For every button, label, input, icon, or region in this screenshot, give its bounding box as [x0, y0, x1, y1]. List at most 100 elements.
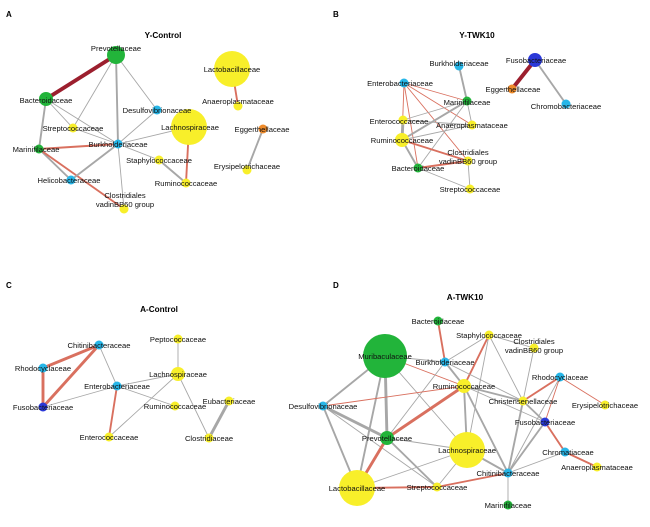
- panel-c-node: [204, 433, 214, 443]
- panel-d-node: [503, 500, 513, 510]
- panel-c-node: [112, 381, 122, 391]
- panel-a-edge: [117, 143, 160, 161]
- panel-a-node-label: Bacteroidaceae: [20, 96, 73, 105]
- panel-b-node: [465, 184, 475, 194]
- panel-d-node: [484, 330, 494, 340]
- panel-b-node: [398, 115, 408, 125]
- panel-a-node-label: Anaeroplasmataceae: [202, 97, 274, 106]
- panel-c-node-label: Fusobacteriaceae: [13, 403, 73, 412]
- panel-d-node: [592, 462, 602, 472]
- panel-c-node-label: Rhodocyclaceae: [15, 364, 71, 373]
- panel-d-letter: D: [333, 281, 339, 290]
- panel-d-edge: [559, 376, 606, 406]
- panel-a-node: [181, 178, 191, 188]
- panel-a-node: [154, 155, 164, 165]
- panel-b-node-label: Burkholderiaceae: [429, 59, 488, 68]
- panel-d-edge: [322, 405, 438, 488]
- panel-d-edge: [437, 320, 446, 363]
- panel-a-edge: [70, 143, 119, 181]
- panel-d-node: [555, 372, 565, 382]
- panel-a-edge: [45, 98, 119, 145]
- panel-d-edge: [488, 334, 524, 402]
- panel-b-node: [454, 61, 464, 71]
- panel-c-node-label: Peptococcaceae: [150, 335, 206, 344]
- panel-d-edge: [522, 400, 546, 423]
- panel-c-node: [224, 396, 234, 406]
- panel-d-edge: [463, 334, 490, 387]
- panel-d-node-label: Anaeroplasmataceae: [561, 463, 633, 472]
- panel-d-node-label: Lactobacillaceae: [329, 484, 386, 493]
- panel-a-node-label: Marinifilaceae: [13, 145, 60, 154]
- panel-c-node-label: Clostridiaceae: [185, 434, 233, 443]
- panel-d-node-label: Chromatiaceae: [542, 448, 594, 457]
- panel-b-node-label: Eggerthellaceae: [486, 85, 541, 94]
- panel-c-node: [38, 363, 48, 373]
- panel-b-edge: [402, 100, 468, 121]
- panel-d-node-label: Muribaculaceae: [358, 352, 412, 361]
- panel-a-node: [171, 109, 207, 145]
- panel-b-edge: [401, 139, 469, 162]
- panel-b-node-label: Bacteroidaceae: [392, 164, 445, 173]
- panel-d-edge: [507, 421, 546, 474]
- panel-a-edge: [38, 98, 47, 150]
- panel-d-node-label: Staphylococcaceae: [456, 331, 522, 340]
- panel-b-node: [463, 156, 473, 166]
- panel-d-node-label: Rhodocyclaceae: [532, 373, 588, 382]
- panel-d-node-label: Fusobacteriaceae: [515, 418, 575, 427]
- panel-b-node: [413, 163, 423, 173]
- panel-c-edge: [108, 385, 118, 438]
- panel-d-edge: [544, 376, 561, 423]
- panel-d-node-label: Streptococcaceae: [407, 483, 468, 492]
- panel-b-node: [507, 84, 517, 94]
- panel-a-node: [258, 124, 268, 134]
- panel-c-edge: [41, 343, 101, 370]
- panel-a-node-label: Prevotellaceae: [91, 44, 141, 53]
- panel-a-node-label: Lactobacillaceae: [204, 65, 261, 74]
- panel-b-edge: [402, 119, 473, 126]
- panel-b-edge: [417, 100, 468, 169]
- panel-d-node: [433, 316, 443, 326]
- panel-c-edge: [116, 373, 179, 387]
- panel-d-node: [600, 400, 610, 410]
- panel-a-node: [119, 204, 129, 214]
- panel-a-node: [152, 105, 162, 115]
- panel-a-edge: [115, 54, 158, 111]
- panel-a-title: Y-Control: [145, 31, 182, 40]
- panel-a-node: [107, 46, 125, 64]
- panel-a-node-label: Desulfovibrionaceae: [123, 106, 192, 115]
- panel-b-edge: [467, 160, 471, 190]
- panel-d-node: [540, 417, 550, 427]
- panel-d-node-label: Marinifilaceae: [485, 501, 532, 510]
- panel-c-node: [171, 367, 185, 381]
- panel-d-edge: [321, 404, 389, 440]
- panel-a-edge: [246, 128, 264, 171]
- panel-d-node: [503, 468, 513, 478]
- panel-b-node-label: Marinifilaceae: [444, 98, 491, 107]
- panel-c-node-label: Enterobacteriaceae: [84, 382, 150, 391]
- panel-d-node-label: Desulfovibrionaceae: [289, 402, 358, 411]
- panel-d-nodes: BacteroidaceaeStaphylococcaceaeMuribacul…: [289, 316, 638, 510]
- panel-b-node: [399, 78, 409, 88]
- panel-d-edge: [507, 400, 524, 474]
- panel-c-edge: [108, 373, 179, 438]
- panel-b-edge: [403, 82, 473, 126]
- panel-a-edge: [158, 159, 187, 184]
- panel-b-node-label: Chromobacteriaceae: [531, 102, 602, 111]
- panel-c-edges: [41, 338, 231, 440]
- panel-b-edge: [417, 160, 469, 169]
- panel-c-edge: [116, 385, 176, 407]
- panel-d-edge: [564, 451, 598, 468]
- panel-b-node: [395, 133, 409, 147]
- panel-c-node: [173, 334, 183, 344]
- panel-d-node: [432, 482, 442, 492]
- panel-d-edge: [386, 437, 438, 488]
- panel-a-letter: A: [6, 10, 12, 19]
- panel-a-node: [242, 165, 252, 175]
- panel-a-edge: [115, 54, 119, 145]
- panel-a-node: [34, 144, 44, 154]
- panel-b-node: [561, 99, 571, 109]
- panel-d-edge: [522, 376, 561, 402]
- panel-c-edge: [41, 343, 101, 409]
- panel-d-edge: [463, 385, 524, 402]
- panel-d: D A-TWK10 BacteroidaceaeStaphylococcacea…: [289, 281, 639, 510]
